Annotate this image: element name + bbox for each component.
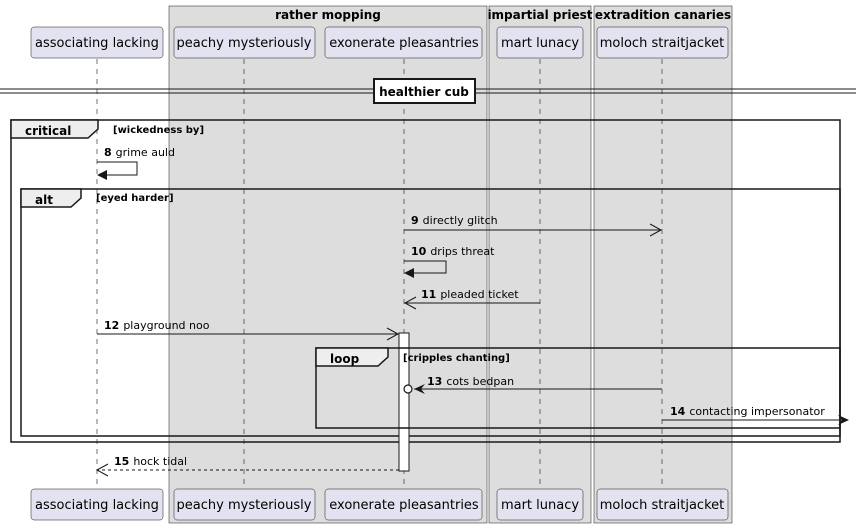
participant-associating-lacking-bottom[interactable]: associating lacking [30,488,164,521]
participant-label: peachy mysteriously [177,498,312,513]
participant-label: peachy mysteriously [177,36,312,51]
fragment-keyword: alt [35,193,53,207]
participant-moloch-straitjacket-bottom[interactable]: moloch straitjacket [596,488,729,521]
participant-mart-lunacy-bottom[interactable]: mart lunacy [496,488,584,521]
fragment-loop: loop [cripples chanting] [315,347,841,429]
participant-peachy-mysteriously-bottom[interactable]: peachy mysteriously [173,488,316,521]
participant-label: exonerate pleasantries [329,498,479,513]
participant-mart-lunacy-top[interactable]: mart lunacy [496,26,584,59]
box-extradition-canaries: extradition canaries [593,5,733,524]
participant-label: mart lunacy [501,498,579,513]
fragment-guard: [wickedness by] [113,125,204,136]
box-title: rather mopping [275,8,381,22]
participant-exonerate-pleasantries-top[interactable]: exonerate pleasantries [324,26,483,59]
divider-label: healthier cub [379,85,469,99]
fragment-alt: alt [eyed harder] [20,188,841,437]
participant-exonerate-pleasantries-bottom[interactable]: exonerate pleasantries [324,488,483,521]
participant-label: mart lunacy [501,36,579,51]
participant-associating-lacking-top[interactable]: associating lacking [30,26,164,59]
fragment-guard: [cripples chanting] [403,353,510,364]
fragment-keyword: critical [25,124,71,138]
participant-label: exonerate pleasantries [329,36,479,51]
participant-label: associating lacking [35,36,159,51]
participant-label: moloch straitjacket [600,36,724,51]
box-title: impartial priest [487,8,592,22]
box-title: extradition canaries [595,8,731,22]
participant-peachy-mysteriously-top[interactable]: peachy mysteriously [173,26,316,59]
activation-bar [398,332,410,472]
participant-moloch-straitjacket-top[interactable]: moloch straitjacket [596,26,729,59]
participant-label: associating lacking [35,498,159,513]
divider-healthier-cub: healthier cub [0,78,856,104]
fragment-keyword: loop [330,352,360,366]
fragment-guard: [eyed harder] [96,193,174,204]
participant-label: moloch straitjacket [600,498,724,513]
